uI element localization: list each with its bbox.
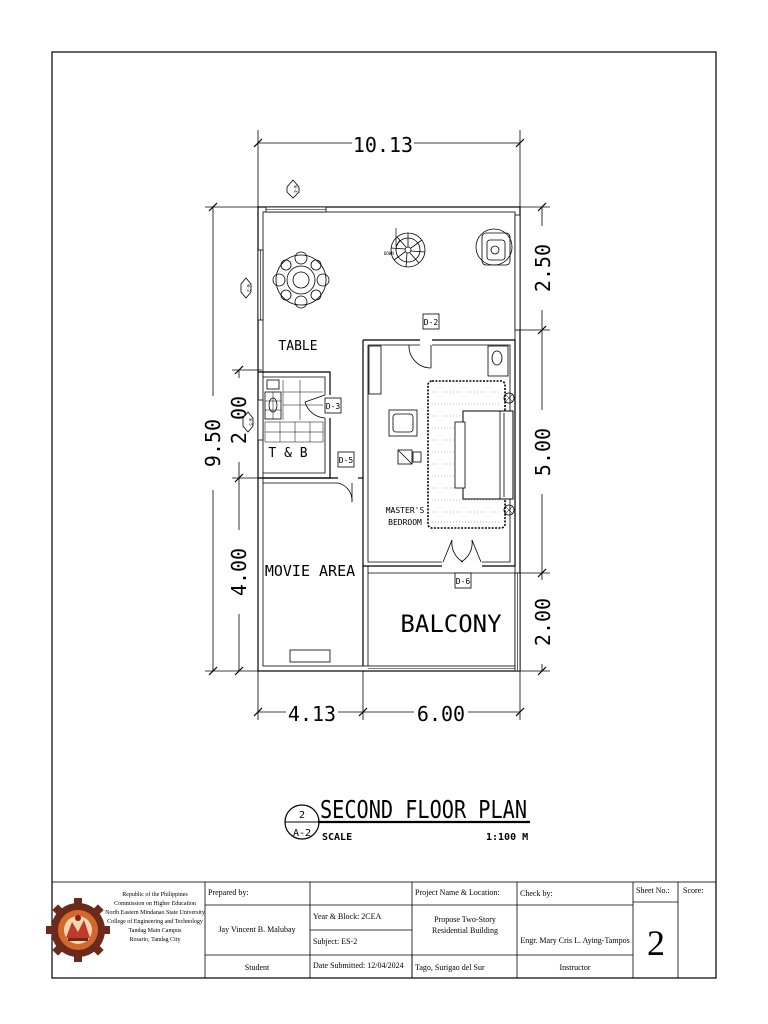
scale-value: 1:100 M — [486, 832, 528, 843]
prepared-by-role: Student — [245, 963, 270, 972]
institution-line-2: Commission on Higher Education — [114, 901, 196, 907]
dim-bottom-left: 4.13 — [288, 702, 336, 726]
prepared-by-name: Jay Vincent B. Malubay — [218, 925, 295, 934]
prepared-by-label: Prepared by: — [208, 888, 249, 897]
subject: Subject: ES-2 — [313, 937, 357, 946]
year-block: Year & Block: 2CEA — [313, 912, 382, 921]
sheet-border — [51, 51, 717, 979]
dim-left-total: 9.50 — [201, 419, 225, 467]
project-location: Tago, Surigao del Sur — [415, 963, 485, 972]
dim-right-bottom: 2.00 — [531, 598, 555, 646]
scale-label: SCALE — [322, 832, 352, 843]
score-label: Score: — [683, 886, 703, 895]
door-tag-d6: D-6 — [456, 577, 471, 586]
window-tags: W-4 W-3 W-5 — [240, 179, 300, 433]
cabinet-icon — [487, 345, 509, 377]
room-label-movie: MOVIE AREA — [265, 562, 355, 580]
date-submitted: Date Submitted: 12/04/2024 — [313, 961, 404, 970]
drawing-title-text: SECOND FLOOR PLAN — [320, 795, 527, 824]
project-name-line-1: Propose Two-Story — [434, 915, 496, 924]
title-block-fields: Prepared by: Jay Vincent B. Malubay Stud… — [208, 886, 703, 972]
sink-icon — [266, 379, 280, 390]
sheet-number-label: Sheet No.: — [636, 886, 670, 895]
checked-by-name: Engr. Mary Cris L. Aying-Tampos — [520, 936, 629, 945]
toilet-icon — [268, 397, 278, 413]
checked-by-role: Instructor — [559, 963, 590, 972]
project-label: Project Name & Location: — [415, 888, 500, 897]
checked-by-label: Check by: — [520, 889, 553, 898]
institution-line-6: Rosario, Tandag City — [130, 937, 181, 943]
door-tag-d5: D-5 — [339, 456, 354, 465]
walls — [257, 206, 521, 672]
project-name-line-2: Residential Building — [432, 926, 498, 935]
desk-icon — [388, 409, 418, 437]
window-tag-left-label: W-3 — [246, 284, 251, 292]
dim-right-middle: 5.00 — [531, 428, 555, 476]
door-swings — [304, 344, 482, 563]
window-tag-top-label: W-4 — [293, 185, 298, 193]
round-table-icon — [275, 254, 327, 306]
university-seal-icon — [46, 898, 110, 962]
room-labels: TABLE T & B MOVIE AREA BALCONY MASTER'S … — [265, 339, 502, 638]
room-label-master-1: MASTER'S — [386, 506, 425, 515]
chair-icon — [397, 449, 413, 465]
door-tag-d3: D-3 — [326, 402, 341, 411]
shower-tiles — [264, 391, 282, 420]
dim-left-lower: 4.00 — [227, 548, 251, 596]
sheet-number: 2 — [647, 923, 665, 963]
institution-line-4: College of Engineering and Technology — [107, 918, 203, 925]
room-label-table: TABLE — [278, 339, 317, 354]
window-tag-tb-label: W-5 — [248, 418, 253, 426]
institution-line-3: North Eastern Mindanao State University — [105, 910, 205, 916]
institution-text: Republic of the Philippines Commission o… — [105, 891, 205, 943]
door-tags: D-2 D-3 D-5 D-6 — [324, 313, 472, 589]
room-label-tb: T & B — [268, 446, 307, 461]
floor-tile-grid — [264, 380, 324, 443]
nightstand-lamp-icon — [503, 392, 515, 404]
door-tag-d2: D-2 — [424, 318, 439, 327]
dim-top-width: 10.13 — [353, 133, 413, 157]
furniture: DOWN — [264, 228, 515, 663]
stair-down-label: DOWN — [384, 251, 394, 256]
armchair-icon — [475, 228, 513, 266]
title-bubble-number: 2 — [299, 810, 305, 821]
nightstand-lamp-icon-2 — [503, 504, 515, 516]
room-label-master-2: BEDROOM — [388, 518, 422, 527]
window-tag-top — [286, 179, 300, 199]
tv-icon — [289, 649, 331, 663]
bed-icon — [454, 410, 514, 500]
window-tag-left — [240, 277, 252, 299]
drawing-title: 2 A-2 SECOND FLOOR PLAN SCALE 1:100 M — [284, 795, 530, 843]
dim-bottom-right: 6.00 — [417, 702, 465, 726]
institution-line-1: Republic of the Philippines — [122, 891, 188, 898]
institution-line-5: Tandag Main Campus — [129, 928, 183, 934]
window-tag-tb — [242, 411, 254, 433]
room-label-balcony: BALCONY — [400, 610, 502, 638]
spiral-stair-icon — [390, 228, 426, 268]
closet-icon — [368, 345, 382, 395]
dim-right-top: 2.50 — [531, 244, 555, 292]
title-bubble-sheet: A-2 — [293, 828, 311, 839]
